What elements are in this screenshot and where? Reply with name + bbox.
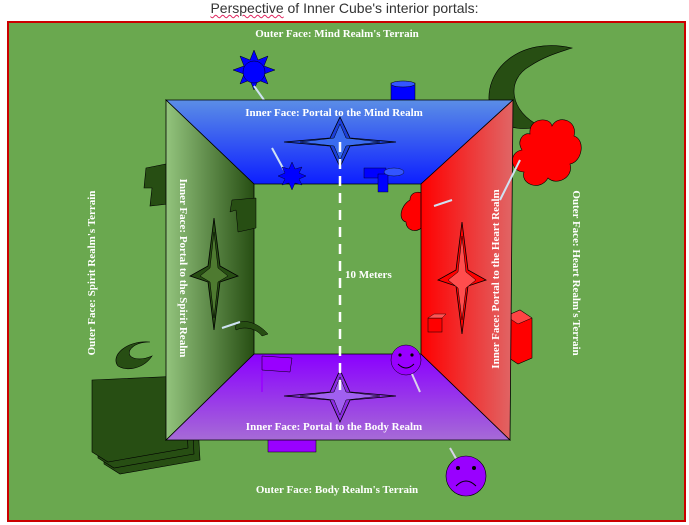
heart-stem bbox=[433, 199, 453, 207]
body-flag-icon bbox=[261, 355, 293, 392]
cube-icon bbox=[505, 309, 533, 365]
stacked-documents-icon bbox=[91, 375, 201, 475]
small-cylinders-icon bbox=[363, 167, 405, 193]
inner-bottom-label: Inner Face: Portal to the Body Realm bbox=[246, 421, 422, 433]
small-sun-icon bbox=[271, 147, 307, 191]
smile-face-icon bbox=[390, 344, 422, 393]
cloud-icon bbox=[512, 119, 582, 186]
heart-stem-outer bbox=[499, 159, 521, 201]
heart-small-cube-icon bbox=[427, 313, 447, 333]
measure-label: 10 Meters bbox=[345, 269, 392, 281]
inner-left-label: Inner Face: Portal to the Spirit Realm bbox=[177, 179, 189, 358]
cylinder-icon bbox=[390, 80, 416, 102]
outer-top-label: Outer Face: Mind Realm's Terrain bbox=[255, 28, 419, 40]
spirit-portal-star-icon bbox=[189, 217, 239, 331]
inner-top-label: Inner Face: Portal to the Mind Realm bbox=[245, 107, 423, 119]
sun-icon bbox=[232, 49, 276, 101]
heart-portal-star-icon bbox=[437, 221, 487, 335]
spirit-stem bbox=[221, 321, 241, 329]
outer-left-label: Outer Face: Spirit Realm's Terrain bbox=[86, 191, 98, 356]
outer-right-label: Outer Face: Heart Realm's Terrain bbox=[570, 190, 582, 355]
caption-rest: of Inner Cube's interior portals: bbox=[283, 0, 479, 16]
spirit-small-crescent-icon bbox=[235, 321, 269, 337]
caption-first-word: Perspective bbox=[210, 0, 284, 16]
inner-right-label: Inner Face: Portal to the Heart Realm bbox=[490, 189, 502, 368]
diagram-caption: Perspective of Inner Cube's interior por… bbox=[0, 0, 689, 18]
small-crescent-icon bbox=[115, 341, 153, 369]
body-portal-star-icon bbox=[283, 369, 397, 423]
spirit-small-flag-icon bbox=[229, 197, 257, 233]
outer-bottom-label: Outer Face: Body Realm's Terrain bbox=[256, 484, 418, 496]
frown-face-icon bbox=[445, 447, 487, 497]
